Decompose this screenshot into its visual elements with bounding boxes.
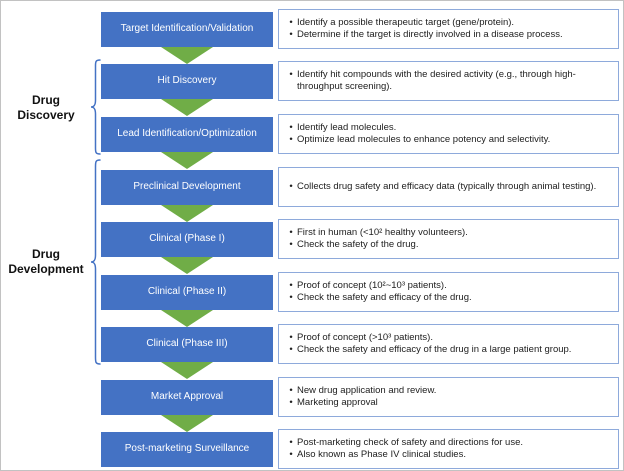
pipeline-row-hit-discovery: Hit Discovery Identify hit compounds wit… (101, 61, 619, 101)
bullet-item: Marketing approval (285, 397, 615, 410)
stage-desc-target-identification: Identify a possible therapeutic target (… (278, 9, 619, 49)
bullet-item: First in human (<10² healthy volunteers)… (285, 227, 615, 240)
bullet-item: Determine if the target is directly invo… (285, 29, 615, 42)
stage-box-lead-identification: Lead Identification/Optimization (101, 116, 273, 152)
pipeline-row-target-identification: Target Identification/Validation Identif… (101, 9, 619, 49)
stage-box-post-marketing: Post-marketing Surveillance (101, 431, 273, 467)
bullet-item: Optimize lead molecules to enhance poten… (285, 134, 615, 147)
stage-desc-post-marketing: Post-marketing check of safety and direc… (278, 429, 619, 469)
pipeline-row-clinical-phase-3: Clinical (Phase III) Proof of concept (>… (101, 324, 619, 364)
drug-development-brace (90, 159, 101, 365)
stage-box-clinical-phase-1: Clinical (Phase I) (101, 221, 273, 257)
down-arrow-1 (161, 47, 213, 64)
down-arrow-8 (161, 415, 213, 432)
pipeline-row-post-marketing: Post-marketing Surveillance Post-marketi… (101, 429, 619, 469)
group-label-line: Discovery (17, 108, 75, 122)
stage-box-clinical-phase-2: Clinical (Phase II) (101, 274, 273, 310)
stage-label: Hit Discovery (157, 75, 217, 86)
pipeline-row-clinical-phase-2: Clinical (Phase II) Proof of concept (10… (101, 272, 619, 312)
bullet-item: Check the safety and efficacy of the dru… (285, 292, 615, 305)
down-arrow-7 (161, 362, 213, 379)
stage-box-preclinical: Preclinical Development (101, 169, 273, 205)
bullet-item: Proof of concept (10²~10³ patients). (285, 280, 615, 293)
stage-desc-clinical-phase-1: First in human (<10² healthy volunteers)… (278, 219, 619, 259)
stage-box-clinical-phase-3: Clinical (Phase III) (101, 326, 273, 362)
stage-desc-clinical-phase-2: Proof of concept (10²~10³ patients). Che… (278, 272, 619, 312)
pipeline-row-lead-identification: Lead Identification/Optimization Identif… (101, 114, 619, 154)
group-label-line: Development (8, 262, 84, 276)
stage-label: Clinical (Phase I) (149, 233, 225, 244)
bullet-item: Post-marketing check of safety and direc… (285, 437, 615, 450)
bullet-item: Identify lead molecules. (285, 122, 615, 135)
stage-label: Clinical (Phase III) (146, 338, 228, 349)
down-arrow-5 (161, 257, 213, 274)
bullet-item: Also known as Phase IV clinical studies. (285, 449, 615, 462)
stage-label: Clinical (Phase II) (147, 286, 227, 297)
pipeline-row-preclinical: Preclinical Development Collects drug sa… (101, 167, 619, 207)
stage-desc-hit-discovery: Identify hit compounds with the desired … (278, 61, 619, 101)
group-label-line: Drug (32, 247, 60, 261)
drug-discovery-brace (90, 59, 101, 155)
down-arrow-4 (161, 205, 213, 222)
stage-box-hit-discovery: Hit Discovery (101, 63, 273, 99)
stage-label: Preclinical Development (133, 181, 241, 192)
group-label-drug-development: Drug Development (4, 247, 88, 277)
bullet-item: Collects drug safety and efficacy data (… (285, 181, 615, 194)
bullet-item: New drug application and review. (285, 385, 615, 398)
bullet-item: Check the safety and efficacy of the dru… (285, 344, 615, 357)
stage-box-market-approval: Market Approval (101, 379, 273, 415)
stage-label: Post-marketing Surveillance (124, 443, 250, 454)
stage-desc-preclinical: Collects drug safety and efficacy data (… (278, 167, 619, 207)
pipeline-row-market-approval: Market Approval New drug application and… (101, 377, 619, 417)
bullet-item: Proof of concept (>10³ patients). (285, 332, 615, 345)
stage-label: Market Approval (150, 391, 224, 402)
group-label-drug-discovery: Drug Discovery (4, 93, 88, 123)
bullet-item: Identify hit compounds with the desired … (285, 69, 615, 94)
stage-desc-market-approval: New drug application and review. Marketi… (278, 377, 619, 417)
stage-desc-clinical-phase-3: Proof of concept (>10³ patients). Check … (278, 324, 619, 364)
stage-box-target-identification: Target Identification/Validation (101, 11, 273, 47)
stage-desc-lead-identification: Identify lead molecules. Optimize lead m… (278, 114, 619, 154)
bullet-item: Check the safety of the drug. (285, 239, 615, 252)
pipeline-row-clinical-phase-1: Clinical (Phase I) First in human (<10² … (101, 219, 619, 259)
stage-label: Target Identification/Validation (120, 23, 254, 34)
down-arrow-6 (161, 310, 213, 327)
bullet-item: Identify a possible therapeutic target (… (285, 17, 615, 30)
stage-label: Lead Identification/Optimization (117, 128, 257, 139)
down-arrow-3 (161, 152, 213, 169)
down-arrow-2 (161, 99, 213, 116)
group-label-line: Drug (32, 93, 60, 107)
